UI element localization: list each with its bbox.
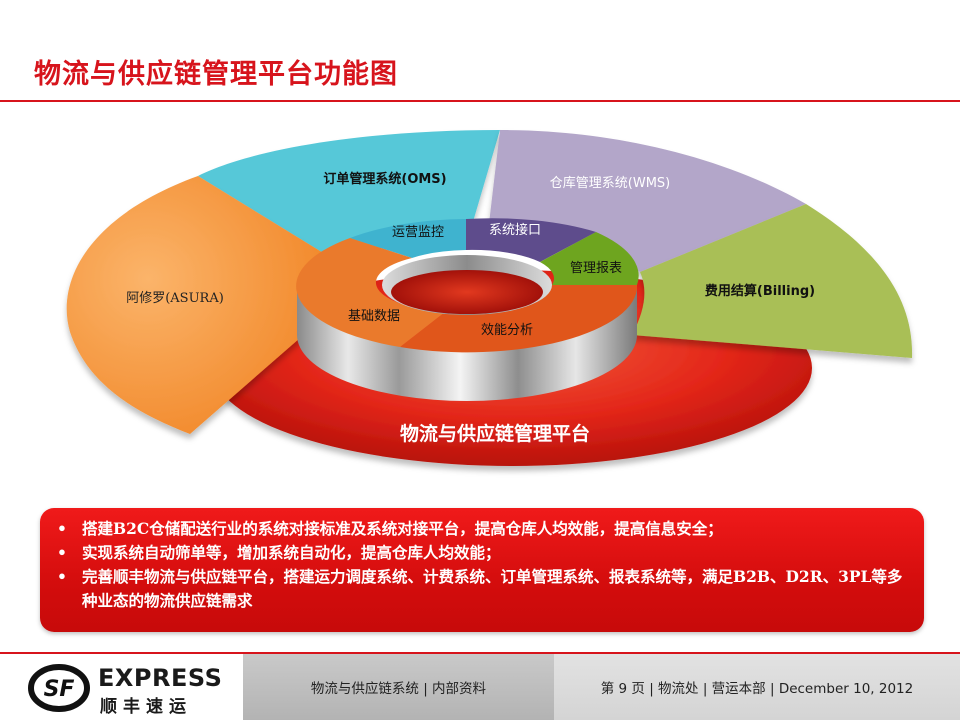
title-divider	[0, 100, 960, 102]
outer-label-asura: 阿修罗(ASURA)	[126, 291, 224, 306]
summary-panel: •搭建B2C仓储配送行业的系统对接标准及系统对接平台，提高仓库人均效能，提高信息…	[40, 508, 924, 632]
inner-label-yunying: 运营监控	[392, 225, 444, 240]
logo-text-cn: 顺丰速运	[100, 697, 192, 717]
inner-label-jichu: 基础数据	[348, 309, 400, 324]
inner-label-jiekou: 系统接口	[489, 222, 541, 238]
platform-diagram: 订单管理系统(OMS) 仓库管理系统(WMS) 费用结算(Billing) 阿修…	[66, 130, 913, 466]
sf-logo-icon: SF	[28, 664, 90, 712]
ring-inner-hole	[391, 270, 543, 314]
platform-label: 物流与供应链管理平台	[400, 422, 590, 445]
footer: SF EXPRESS 顺丰速运 物流与供应链系统 | 内部资料 第 9 页 | …	[0, 654, 960, 720]
inner-label-xiaoneng: 效能分析	[481, 323, 533, 338]
outer-label-oms: 订单管理系统(OMS)	[323, 171, 446, 187]
svg-text:SF: SF	[44, 677, 75, 702]
inner-segment-jichu	[296, 238, 445, 347]
ring-outer-wall	[297, 285, 637, 401]
inner-segment-xiaoneng	[400, 285, 638, 353]
list-item: •实现系统自动筛单等，增加系统自动化，提高仓库人均效能；	[54, 541, 910, 565]
logo-text-en: EXPRESS	[98, 664, 223, 692]
footer-page-info: 第 9 页 | 物流处 | 营运本部 | December 10, 2012	[554, 654, 960, 720]
outer-label-billing: 费用结算(Billing)	[705, 283, 815, 299]
sf-express-logo: SF EXPRESS 顺丰速运	[28, 662, 228, 717]
outer-segment-asura	[66, 176, 339, 434]
bullet-icon: •	[57, 567, 67, 586]
inner-segment-baobiao	[540, 232, 639, 285]
bullet-icon: •	[57, 519, 67, 538]
bullet-icon: •	[57, 543, 67, 562]
outer-segment-billing	[632, 204, 913, 358]
outer-label-wms: 仓库管理系统(WMS)	[550, 175, 670, 191]
list-item: •搭建B2C仓储配送行业的系统对接标准及系统对接平台，提高仓库人均效能，提高信息…	[54, 517, 910, 541]
summary-list: •搭建B2C仓储配送行业的系统对接标准及系统对接平台，提高仓库人均效能，提高信息…	[54, 517, 910, 613]
inner-segment-yunying	[350, 219, 466, 258]
footer-doc-label: 物流与供应链系统 | 内部资料	[243, 654, 554, 720]
inner-segment-jiekou	[466, 218, 596, 262]
list-item: •完善顺丰物流与供应链平台，搭建运力调度系统、计费系统、订单管理系统、报表系统等…	[57, 567, 903, 610]
inner-label-baobiao: 管理报表	[570, 261, 622, 276]
footer-divider	[0, 652, 960, 654]
page-title: 物流与供应链管理平台功能图	[34, 59, 398, 90]
